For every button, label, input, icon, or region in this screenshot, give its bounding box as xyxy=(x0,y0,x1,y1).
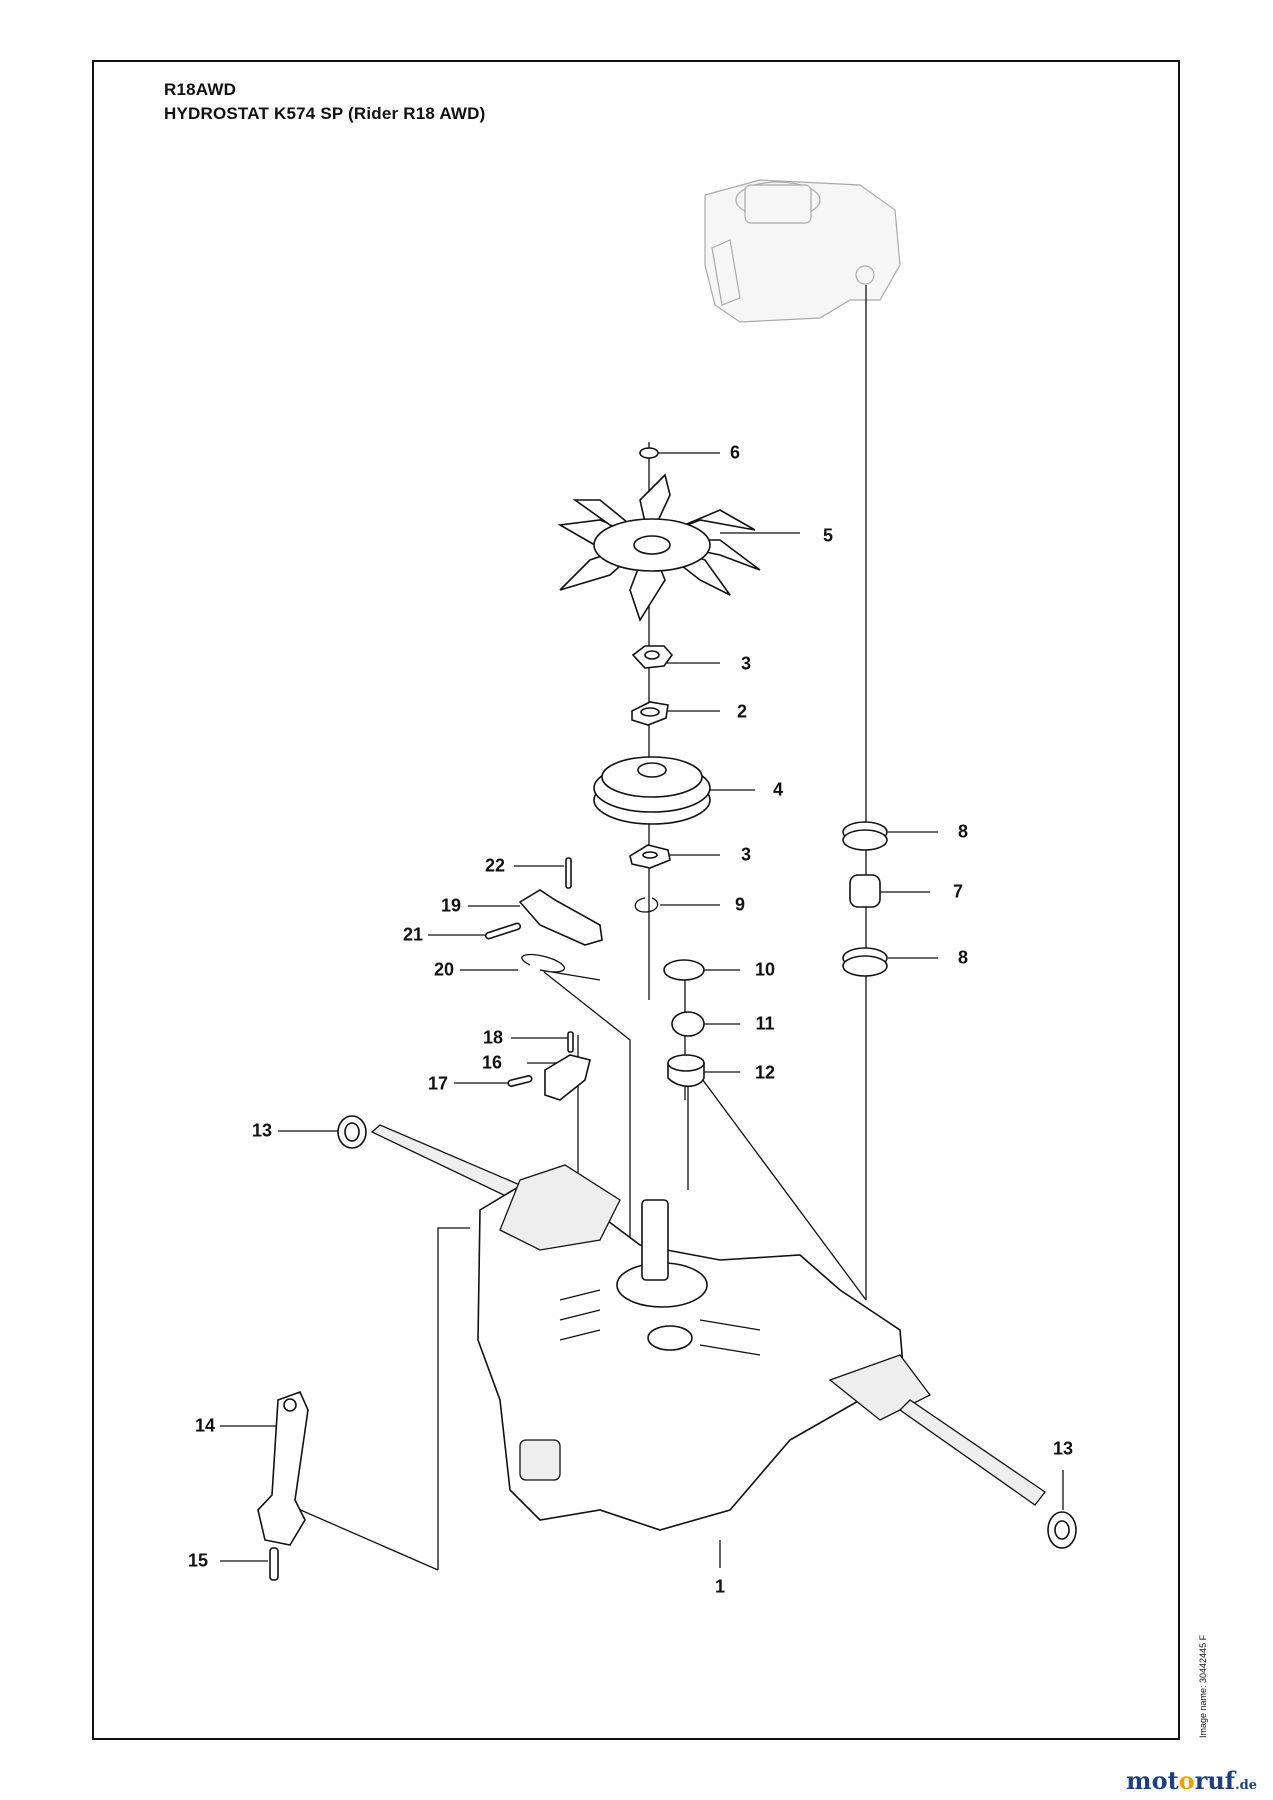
callout-18: 18 xyxy=(482,1027,504,1048)
callout-20: 20 xyxy=(433,959,455,980)
callout-13-right: 13 xyxy=(1052,1438,1074,1459)
callout-9: 9 xyxy=(734,894,746,915)
callout-8-top: 8 xyxy=(957,821,969,842)
brand-part-3: ruf xyxy=(1194,1766,1236,1795)
callout-21: 21 xyxy=(402,924,424,945)
callout-8-bottom: 8 xyxy=(957,947,969,968)
drawing-frame xyxy=(92,60,1180,1740)
callout-4: 4 xyxy=(772,779,784,800)
callout-5: 5 xyxy=(822,525,834,546)
brand-part-2: o xyxy=(1178,1766,1195,1795)
engine-outline xyxy=(704,179,901,323)
pulley-part-4 xyxy=(593,756,711,825)
parts xyxy=(257,447,1077,1581)
callout-19: 19 xyxy=(440,895,462,916)
callout-2: 2 xyxy=(736,701,748,722)
brand-logo[interactable]: motoruf.de xyxy=(1126,1766,1257,1795)
callout-12: 12 xyxy=(754,1062,776,1083)
callout-6: 6 xyxy=(729,442,741,463)
callout-22: 22 xyxy=(484,855,506,876)
callout-17: 17 xyxy=(427,1073,449,1094)
assembly-subtitle: HYDROSTAT K574 SP (Rider R18 AWD) xyxy=(164,104,486,123)
callout-3-spacer: 3 xyxy=(740,844,752,865)
callout-1: 1 xyxy=(714,1576,726,1597)
callout-10: 10 xyxy=(754,959,776,980)
transaxle-housing-part-1 xyxy=(477,1164,931,1531)
brand-tld: .de xyxy=(1235,1778,1257,1793)
callout-11: 11 xyxy=(755,1013,775,1034)
callout-15: 15 xyxy=(187,1550,209,1571)
callout-13-left: 13 xyxy=(251,1120,273,1141)
model-title: R18AWD xyxy=(164,80,237,99)
callout-3-nut: 3 xyxy=(740,653,752,674)
brand-part-1: mot xyxy=(1126,1766,1179,1795)
callout-leaders xyxy=(220,452,1064,1568)
image-name-label: Image name: 30442445 F xyxy=(1198,1634,1208,1738)
callout-16: 16 xyxy=(481,1052,503,1073)
callout-7: 7 xyxy=(952,881,964,902)
fan-part-5 xyxy=(557,473,761,622)
title-block: R18AWD HYDROSTAT K574 SP (Rider R18 AWD) xyxy=(164,78,485,126)
callout-14: 14 xyxy=(194,1415,216,1436)
